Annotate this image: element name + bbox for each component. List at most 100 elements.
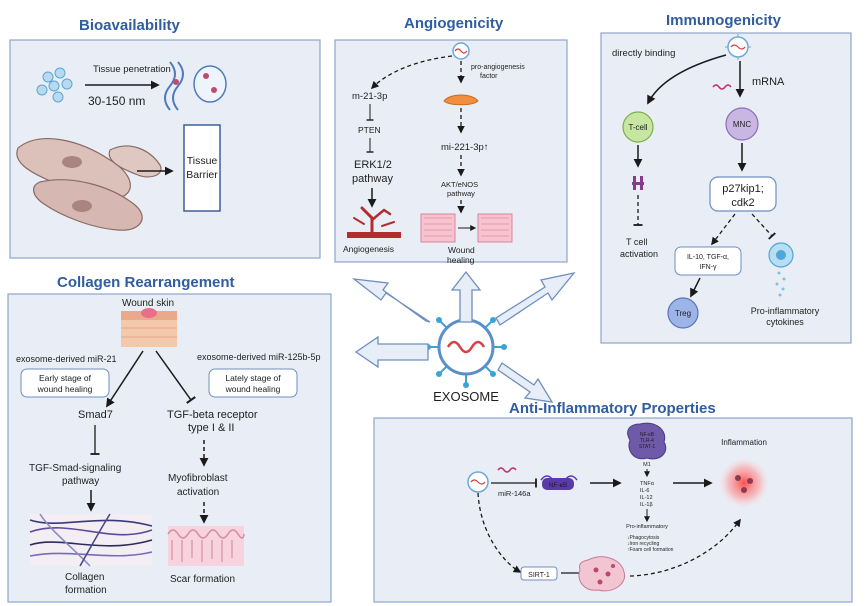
m1-line2: TLR-4 xyxy=(640,438,654,444)
tnf-label: TNFα xyxy=(640,481,655,487)
lately-line1: Lately stage of xyxy=(225,373,281,383)
m1-macrophage-icon xyxy=(627,422,667,460)
mir125-label: exosome-derived miR-125b-5p xyxy=(197,352,321,362)
wound-tissue-icon xyxy=(420,213,513,243)
proinf-cell-icon xyxy=(768,242,794,297)
proinf-line1: Pro-inflammatory xyxy=(751,306,820,316)
akt-line2: pathway xyxy=(447,189,475,198)
lately-stage-box xyxy=(208,368,298,398)
bioavailability-title: Bioavailability xyxy=(79,17,181,34)
mnc-label: MNC xyxy=(733,120,751,129)
erk-line1: ERK1/2 xyxy=(354,159,392,171)
mir146a-rna-icon xyxy=(497,467,517,473)
mrna-label: mRNA xyxy=(752,76,785,88)
nfkb-receptor-icon xyxy=(540,475,578,490)
pro-factor-line2: factor xyxy=(480,73,498,80)
tgfr-line2: type I & II xyxy=(188,422,234,434)
tissue-penetration-label: Tissue penetration xyxy=(93,64,171,75)
collagen-line1: Collagen xyxy=(65,572,104,583)
lately-line2: wound healing xyxy=(225,384,281,394)
directly-binding-label: directly binding xyxy=(612,48,675,59)
myo-line2: activation xyxy=(177,487,219,498)
wound-line2: healing xyxy=(447,255,475,265)
center-exosome: EXOSOME xyxy=(425,306,507,404)
inflammation-cells-icon xyxy=(735,475,753,493)
arrow-to-collagen xyxy=(354,335,429,369)
tcell-act-line2: activation xyxy=(620,249,658,259)
iron-label: ↓Iron recycling xyxy=(627,541,659,547)
antiinflammatory-title: Anti-Inflammatory Properties xyxy=(509,400,716,417)
mrna-icon xyxy=(712,84,732,90)
m1-line3: STAT-1 xyxy=(639,444,655,450)
p27-line2: cdk2 xyxy=(731,197,754,209)
foam-label: ↑Foam cell formation xyxy=(627,547,674,553)
arrow-to-angiogenicity xyxy=(450,270,482,323)
fibroblast-cells-icon xyxy=(16,138,162,231)
tissue-barrier-line2: Barrier xyxy=(186,169,218,181)
smad7-label: Smad7 xyxy=(78,409,113,421)
tgfr-line1: TGF-beta receptor xyxy=(167,409,258,421)
nfkb-label: NF-κB xyxy=(549,482,567,489)
immuno-exosome-icon xyxy=(725,34,751,60)
mir-221-label: mi-221-3p↑ xyxy=(441,142,489,153)
early-stage-box xyxy=(20,368,110,398)
early-line1: Early stage of xyxy=(39,373,92,383)
angiogenesis-label: Angiogenesis xyxy=(343,244,394,254)
tissue-barrier-line1: Tissue xyxy=(187,155,218,167)
collagen-fibers-icon xyxy=(29,513,153,567)
exosome-cluster-icon xyxy=(36,67,73,103)
immunogenicity-content: directly binding mRNA T-cell MNC T cell … xyxy=(612,34,820,329)
p27-box xyxy=(709,176,777,212)
early-line2: wound healing xyxy=(37,384,93,394)
myo-line1: Myofibroblast xyxy=(168,473,228,484)
receptor-icon xyxy=(632,176,644,190)
endothelial-cell-icon xyxy=(443,94,479,106)
tgf-smad-line2: pathway xyxy=(62,476,99,487)
center-label: EXOSOME xyxy=(433,389,499,404)
pten-label: PTEN xyxy=(358,125,381,135)
p27-line1: p27kip1; xyxy=(722,183,764,195)
arrow-to-bioavailability xyxy=(351,278,431,323)
size-range-label: 30-150 nm xyxy=(88,94,145,108)
membrane-penetration-icon xyxy=(164,61,227,111)
wound-line1: Wound xyxy=(448,245,475,255)
m2-macrophage-icon xyxy=(578,556,626,592)
scar-tissue-icon xyxy=(167,526,245,566)
cytokines-line2: IFN-γ xyxy=(699,264,717,271)
antiinflammatory-content: miR-146a NF-κB NF-κB TLR-4 STAT-1 M1 TNF… xyxy=(467,422,770,592)
erk-line2: pathway xyxy=(352,173,393,185)
tcell-label: T-cell xyxy=(628,123,647,132)
mir146a-label: miR-146a xyxy=(498,489,531,498)
mir21-label: exosome-derived miR-21 xyxy=(16,354,117,364)
treg-icon xyxy=(667,297,699,329)
treg-label: Treg xyxy=(675,309,691,318)
il1b-label: IL-1β xyxy=(640,502,653,508)
wound-skin-icon xyxy=(121,308,177,347)
arrow-to-antiinflammatory xyxy=(497,362,554,403)
bioavailability-content: Tissue penetration 30-150 nm Tissue Barr… xyxy=(16,61,227,231)
cytokines-line1: IL-10, TGF-α, xyxy=(687,254,729,261)
blood-vessel-icon xyxy=(347,206,401,238)
sirt1-label: SIRT-1 xyxy=(528,572,550,579)
tcell-act-line1: T cell xyxy=(626,237,647,247)
center-arrows xyxy=(351,270,576,403)
m1-line1: NF-κB xyxy=(640,432,655,438)
collagen-title: Collagen Rearrangement xyxy=(57,274,235,291)
phago-label: ↓Phagocytosis xyxy=(627,535,660,541)
antiinf-exosome-icon xyxy=(467,471,489,493)
sirt1-box xyxy=(520,566,558,581)
angiogenicity-content: pro-angiogenesis factor m-21-3p PTEN ERK… xyxy=(343,42,525,265)
immunogenicity-title: Immunogenicity xyxy=(666,12,782,29)
proinf-line2: cytokines xyxy=(766,317,804,327)
tcell-icon xyxy=(622,111,654,143)
inflammation-label: Inflammation xyxy=(721,438,767,447)
collagen-line2: formation xyxy=(65,585,107,596)
inflammation-glow-icon xyxy=(718,457,770,509)
il6-label: IL-6 xyxy=(640,488,649,494)
exosome-membrane-icon xyxy=(437,318,495,376)
mir-21-3p-label: m-21-3p xyxy=(352,91,387,102)
akt-line1: AKT/eNOS xyxy=(441,180,478,189)
il12-label: IL-12 xyxy=(640,495,653,501)
pro-inflammatory-label: Pro-inflammatory xyxy=(626,524,668,530)
